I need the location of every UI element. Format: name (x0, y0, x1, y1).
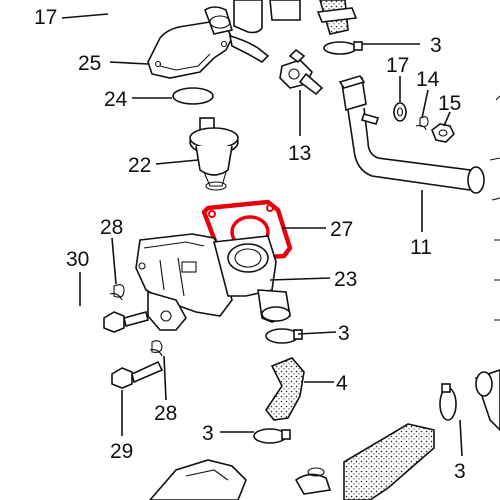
part-right-pipe (474, 95, 500, 432)
callout-3-middle: 3 (338, 322, 350, 345)
part-23-housing-body (135, 233, 291, 331)
callout-15: 15 (438, 92, 461, 115)
callout-3-top: 3 (430, 34, 442, 57)
callout-27: 27 (330, 218, 353, 241)
part-13-temp-sender (279, 48, 324, 96)
callout-3-right: 3 (454, 460, 466, 483)
part-30-bolt (103, 311, 149, 333)
callout-17: 17 (386, 54, 409, 77)
part-bottom-hose (343, 423, 435, 500)
part-29-bolt (111, 360, 164, 389)
part-bottom-housing (148, 459, 332, 500)
callout-3-lower: 3 (202, 422, 214, 445)
part-3-clamp-middle (265, 328, 303, 344)
part-11-coolant-pipe (338, 75, 485, 194)
callout-13: 13 (288, 142, 311, 165)
part-25-housing-cover (147, 6, 234, 79)
part-3-clamp-right (439, 383, 457, 421)
leader-lines (61, 13, 463, 457)
callout-17-top: 17 (34, 6, 57, 29)
callout-30: 30 (66, 248, 89, 271)
callout-14: 14 (416, 68, 440, 91)
callout-22: 22 (128, 154, 151, 177)
callout-23: 23 (334, 268, 357, 291)
callout-29: 29 (110, 440, 133, 463)
part-28-clip-upper (109, 284, 125, 301)
part-3-clamp-lower (253, 428, 291, 444)
callout-24: 24 (104, 88, 128, 111)
part-17-washer (393, 102, 407, 122)
callout-11: 11 (410, 236, 432, 259)
part-14-clip (415, 116, 429, 131)
part-15-nut (431, 123, 455, 143)
callout-28-lower: 28 (154, 402, 177, 425)
callout-28-upper: 28 (100, 216, 123, 239)
part-4-hose (265, 357, 305, 421)
part-24-o-ring (172, 87, 214, 105)
callout-4: 4 (336, 372, 348, 395)
part-22-thermostat (189, 117, 239, 191)
part-28-clip-lower (149, 340, 163, 357)
part-top-pipe (228, 0, 363, 63)
callout-25: 25 (78, 52, 101, 75)
callout-numbers: 17 25 24 22 13 3 17 14 15 11 27 23 28 30… (34, 6, 466, 483)
